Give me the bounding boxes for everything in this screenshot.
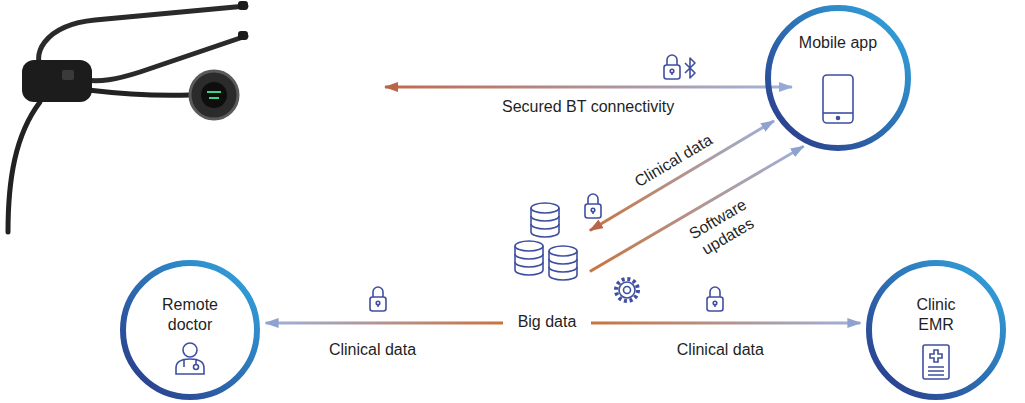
- circle-node: Clinic EMR: [866, 260, 1006, 400]
- bluetooth-icon: [685, 58, 695, 78]
- database-node: Big data: [505, 196, 589, 332]
- connector-arrow: [591, 322, 860, 325]
- connector-arrow: [266, 322, 503, 325]
- lock-icon: [664, 55, 680, 79]
- phone-icon: [823, 75, 853, 123]
- circle-border: [768, 8, 908, 148]
- bt-arrow: [385, 86, 792, 89]
- node-label: Big data: [518, 312, 577, 332]
- node-label: Clinic EMR: [903, 295, 969, 335]
- circle-outline: [765, 5, 911, 151]
- free-label: Secured BT connectivity: [502, 97, 674, 117]
- circle-border: [123, 263, 257, 397]
- doctor-icon: [176, 343, 204, 374]
- circle-node: Remote doctor: [120, 260, 260, 400]
- edge-label: Software updates: [678, 191, 767, 266]
- edge-label: Clinical data: [329, 340, 416, 360]
- circle-border: [869, 263, 1003, 397]
- node-label: Remote doctor: [157, 295, 223, 335]
- stethoscope-illustration: [8, 1, 248, 232]
- edge-label: Clinical data: [677, 340, 764, 360]
- record-icon: [923, 345, 949, 379]
- edge-label: Clinical data: [631, 130, 716, 192]
- lock-icon: [585, 194, 601, 218]
- connector-arrow: [590, 146, 804, 271]
- node-label: Mobile app: [799, 33, 877, 53]
- circle-node: Mobile app: [765, 5, 911, 151]
- lock-icon: [370, 287, 386, 311]
- gear-icon: [616, 279, 638, 301]
- lock-icon: [707, 287, 723, 311]
- database-icon: [515, 203, 577, 280]
